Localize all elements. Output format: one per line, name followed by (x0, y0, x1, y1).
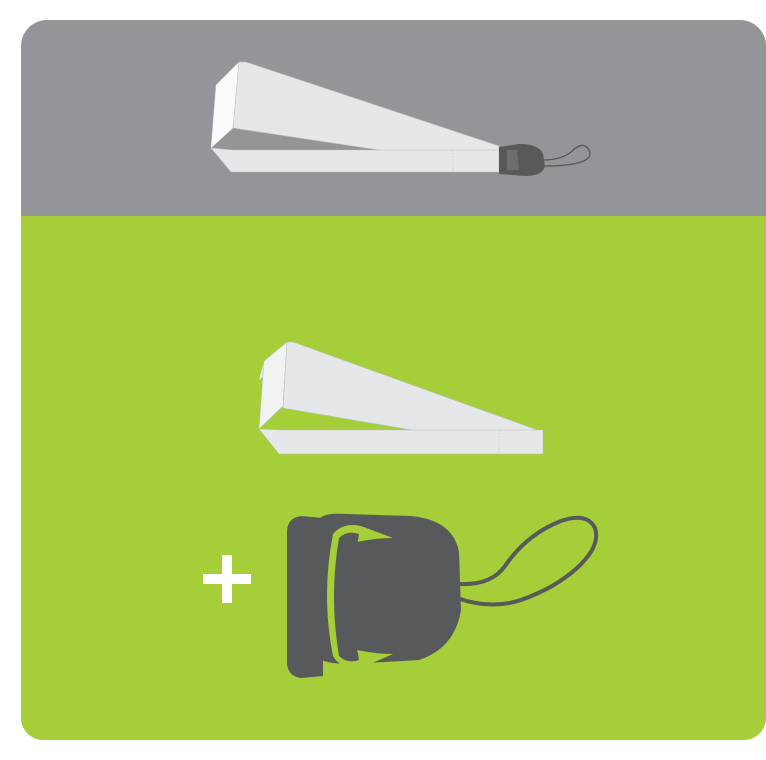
strap-bottom-band (211, 148, 499, 172)
top-panel (21, 20, 766, 216)
components-illustration (21, 216, 766, 740)
illustration-card (21, 20, 766, 740)
plus-icon (203, 555, 251, 603)
complete-lanyard-icon (21, 20, 766, 216)
bottom-panel (21, 216, 766, 740)
top-clip (499, 144, 545, 176)
